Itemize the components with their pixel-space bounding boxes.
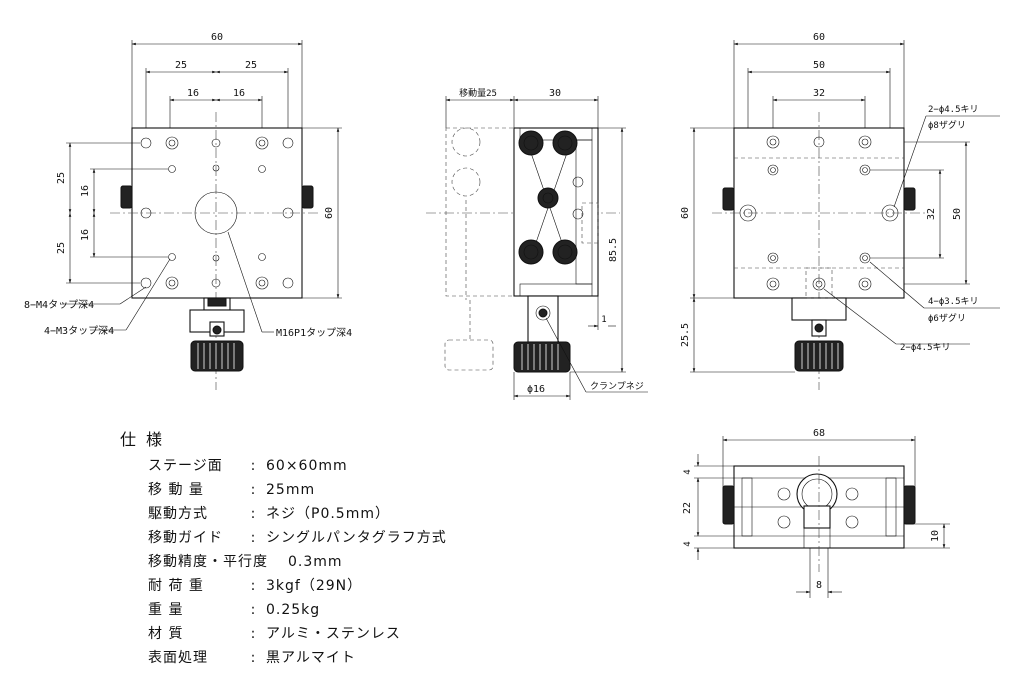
dim-bottom-width: 68 xyxy=(813,428,825,439)
m16-tap-hole xyxy=(194,191,238,235)
spec-label: 耐 荷 重 xyxy=(148,578,204,594)
dim-bottom-band: 4 xyxy=(683,541,693,546)
dim-bottom-middle: 22 xyxy=(682,502,693,514)
spec-separator: : xyxy=(250,458,256,474)
spec-row-accuracy: 移動精度・平行度 0.3mm xyxy=(148,550,343,574)
spec-row-load: 耐 荷 重:3kgf（29N） xyxy=(148,574,362,598)
spec-value: 3kgf（29N） xyxy=(266,578,363,594)
dim-v-upper-outer: 25 xyxy=(56,172,67,184)
side-view: 移動量25 30 xyxy=(426,87,648,400)
dim-v-lower-inner: 16 xyxy=(80,229,91,241)
spec-label: ステージ面 xyxy=(148,458,223,474)
dim-rear-pitch-inner: 32 xyxy=(813,88,825,99)
dim-offset: 1 xyxy=(601,315,606,325)
dim-rear-height: 60 xyxy=(680,207,691,219)
callout-holes-35: 4−ϕ3.5キリ xyxy=(928,297,979,307)
spec-value: ネジ（P0.5mm） xyxy=(266,506,390,522)
front-view: 60 25 25 16 16 xyxy=(24,32,352,390)
dim-rear-v-outer: 50 xyxy=(952,208,963,220)
dim-width-label: 60 xyxy=(211,32,223,43)
spec-row-stage-surface: ステージ面:60×60mm xyxy=(148,454,348,478)
spec-value: アルミ・ステンレス xyxy=(266,626,401,642)
dim-side-height: 85.5 xyxy=(608,238,619,262)
spec-value: シングルパンタグラフ方式 xyxy=(266,530,447,546)
spec-row-weight: 重 量:0.25kg xyxy=(148,598,320,622)
dim-pitch-outer-right: 25 xyxy=(245,60,257,71)
dim-travel: 移動量25 xyxy=(459,87,497,99)
spec-separator: : xyxy=(250,530,256,546)
spec-value: 0.25kg xyxy=(266,602,321,618)
spec-label: 移動ガイド xyxy=(148,530,223,546)
spec-block: 仕様 ステージ面:60×60mm 移 動 量:25mm 駆動方式:ネジ（P0.5… xyxy=(120,426,540,666)
dim-bottom-top-band: 4 xyxy=(683,469,693,474)
callout-counterbore-6: ϕ6ザグリ xyxy=(928,312,966,324)
spec-value: 黒アルマイト xyxy=(266,650,356,666)
spec-label: 重 量 xyxy=(148,602,184,618)
spec-row-guide: 移動ガイド: シングルパンタグラフ方式 xyxy=(148,526,447,550)
spec-value: 25mm xyxy=(266,482,316,498)
spec-separator: : xyxy=(250,506,256,522)
dim-side-width: 30 xyxy=(549,88,561,99)
dim-rear-pitch-outer: 50 xyxy=(813,60,825,71)
callout-counterbore-8: ϕ8ザグリ xyxy=(928,119,966,131)
callout-holes-45: 2−ϕ4.5キリ xyxy=(900,343,951,353)
dim-stem-width: 8 xyxy=(816,580,822,591)
front-knurled-knob xyxy=(190,340,244,372)
dim-v-upper-inner: 16 xyxy=(80,185,91,197)
spec-separator: : xyxy=(250,650,256,666)
spec-separator: : xyxy=(250,482,256,498)
dim-bottom-right-height: 10 xyxy=(930,530,941,542)
dim-pitch-inner-right: 16 xyxy=(233,88,245,99)
callout-m3-tap: 4−M3タップ深4 xyxy=(44,325,114,337)
spec-label: 移 動 量 xyxy=(148,482,204,498)
spec-row-material: 材 質: アルミ・ステンレス xyxy=(148,622,401,646)
callout-holes-45-counterbore: 2−ϕ4.5キリ xyxy=(928,105,979,115)
rear-view: 60 50 32 xyxy=(680,32,1000,390)
spec-label: 駆動方式 xyxy=(148,506,208,522)
spec-row-travel: 移 動 量:25mm xyxy=(148,478,315,502)
spec-separator: : xyxy=(250,626,256,642)
bottom-view: 68 4 22 4 10 8 xyxy=(682,428,950,598)
spec-label: 移動精度・平行度 xyxy=(148,554,268,570)
spec-row-drive: 駆動方式: ネジ（P0.5mm） xyxy=(148,502,390,526)
spec-separator: : xyxy=(250,578,256,594)
dim-knob-dia: ϕ16 xyxy=(527,384,545,395)
spec-separator: : xyxy=(250,602,256,618)
dim-height-label: 60 xyxy=(324,207,335,219)
spec-title: 仕様 xyxy=(120,430,173,449)
dim-pitch-outer-left: 25 xyxy=(175,60,187,71)
dim-v-lower-outer: 25 xyxy=(56,242,67,254)
callout-clamp-screw: クランプネジ xyxy=(590,381,644,392)
dim-rear-v-inner: 32 xyxy=(926,208,937,220)
dim-rear-width: 60 xyxy=(813,32,825,43)
spec-value: 0.3mm xyxy=(288,554,343,570)
side-stage-body xyxy=(513,127,599,297)
spec-row-finish: 表面処理: 黒アルマイト xyxy=(148,646,356,670)
spec-label: 表面処理 xyxy=(148,650,208,666)
spec-label: 材 質 xyxy=(148,626,184,642)
spec-value: 60×60mm xyxy=(266,458,348,474)
callout-m4-tap: 8−M4タップ深4 xyxy=(24,299,94,311)
callout-m16-tap: M16P1タップ深4 xyxy=(276,327,352,339)
rear-knurled-knob xyxy=(794,340,844,372)
dim-pitch-inner-left: 16 xyxy=(187,88,199,99)
dim-knob-height: 25.5 xyxy=(680,323,691,347)
